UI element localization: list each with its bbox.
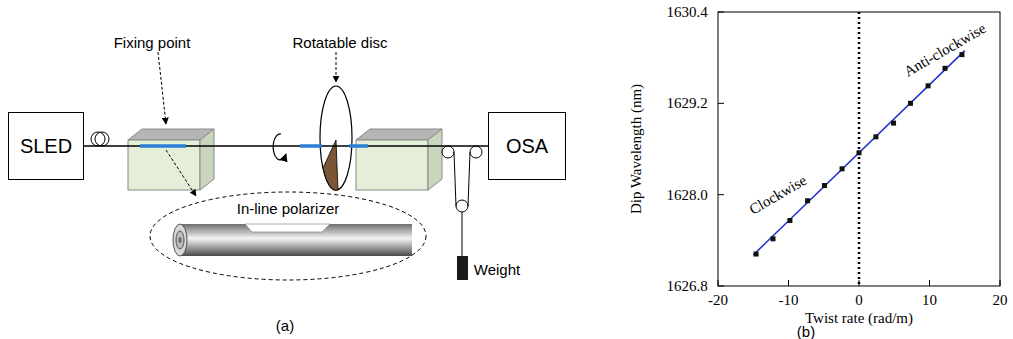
fiber-core: [179, 237, 182, 243]
data-point: [926, 83, 931, 88]
fixing-block: [128, 140, 200, 190]
polarizer-segment: [349, 144, 368, 148]
instrument-box: SLED: [8, 112, 84, 180]
panel-label: (a): [276, 318, 294, 335]
fixing-block-side: [200, 129, 214, 190]
fiber-cylinder: [180, 224, 412, 256]
pulley: [456, 200, 468, 212]
data-point: [787, 218, 792, 223]
data-point: [770, 236, 775, 241]
fiber-coil: [95, 132, 109, 146]
data-point: [943, 66, 948, 71]
instrument-box: OSA: [488, 112, 566, 180]
leader-arrow: [336, 52, 337, 82]
y-tick: [718, 194, 724, 195]
data-point: [822, 183, 827, 188]
pulley: [442, 146, 454, 158]
tick-label: 1628.0: [666, 186, 707, 203]
rotatable-disc: [320, 86, 352, 190]
tick-label: 1626.8: [666, 278, 707, 295]
axis-title: Twist rate (rad/m): [805, 310, 913, 327]
tick-label: -10: [779, 292, 799, 309]
series-annotation: Anti-clockwise: [901, 20, 989, 80]
x-tick: [1000, 280, 1001, 286]
weight-string: [462, 212, 463, 256]
data-point: [891, 121, 896, 126]
tick-label: 1630.4: [666, 4, 707, 21]
fiber-end: [173, 224, 187, 256]
pulley: [470, 146, 482, 158]
rotation-arrow: [273, 134, 286, 160]
fixing-block-top: [356, 129, 442, 140]
polarizer-segment: [300, 144, 322, 148]
polished-flat: [245, 224, 330, 232]
part-label: Rotatable disc: [292, 35, 387, 52]
leader-arrow: [158, 52, 166, 124]
fixing-block-side: [428, 129, 442, 190]
fit-line: [753, 51, 965, 255]
y-tick: [718, 103, 724, 104]
panel-label: (b): [797, 324, 815, 339]
polarizer-segment: [140, 144, 186, 148]
part-label: Weight: [474, 262, 520, 279]
tick-label: 0: [855, 292, 863, 309]
series-annotation: Clockwise: [746, 172, 809, 218]
y-tick: [718, 286, 724, 287]
data-point: [908, 101, 913, 106]
data-point: [959, 52, 964, 57]
fiber-coil: [91, 132, 105, 146]
inset-outline: [150, 192, 426, 280]
tick-label: 20: [993, 292, 1008, 309]
data-point: [754, 252, 759, 257]
part-label: Fixing point: [114, 35, 191, 52]
weight-block: [457, 256, 468, 280]
y-tick: [718, 12, 724, 13]
part-label: In-line polarizer: [235, 201, 342, 218]
data-point: [857, 150, 862, 155]
instrument-name: SLED: [20, 135, 72, 158]
leader-arrow: [166, 150, 196, 196]
disc-shading: [323, 140, 338, 190]
instrument-name: OSA: [506, 135, 548, 158]
tick-label: -20: [708, 292, 728, 309]
fiber-loop: [454, 152, 470, 206]
data-point: [873, 134, 878, 139]
axis-title: Dip Wavelength (nm): [628, 84, 645, 214]
fixing-block-top: [128, 129, 214, 140]
x-tick: [929, 280, 930, 286]
data-point: [840, 166, 845, 171]
x-tick: [788, 280, 789, 286]
optical-fiber: [84, 145, 488, 146]
data-point: [805, 198, 810, 203]
tick-label: 10: [922, 292, 937, 309]
tick-label: 1629.2: [666, 95, 707, 112]
fiber-cladding: [176, 231, 184, 249]
zero-line: [858, 12, 861, 286]
plot-frame: [718, 12, 1000, 286]
x-tick: [718, 280, 719, 286]
